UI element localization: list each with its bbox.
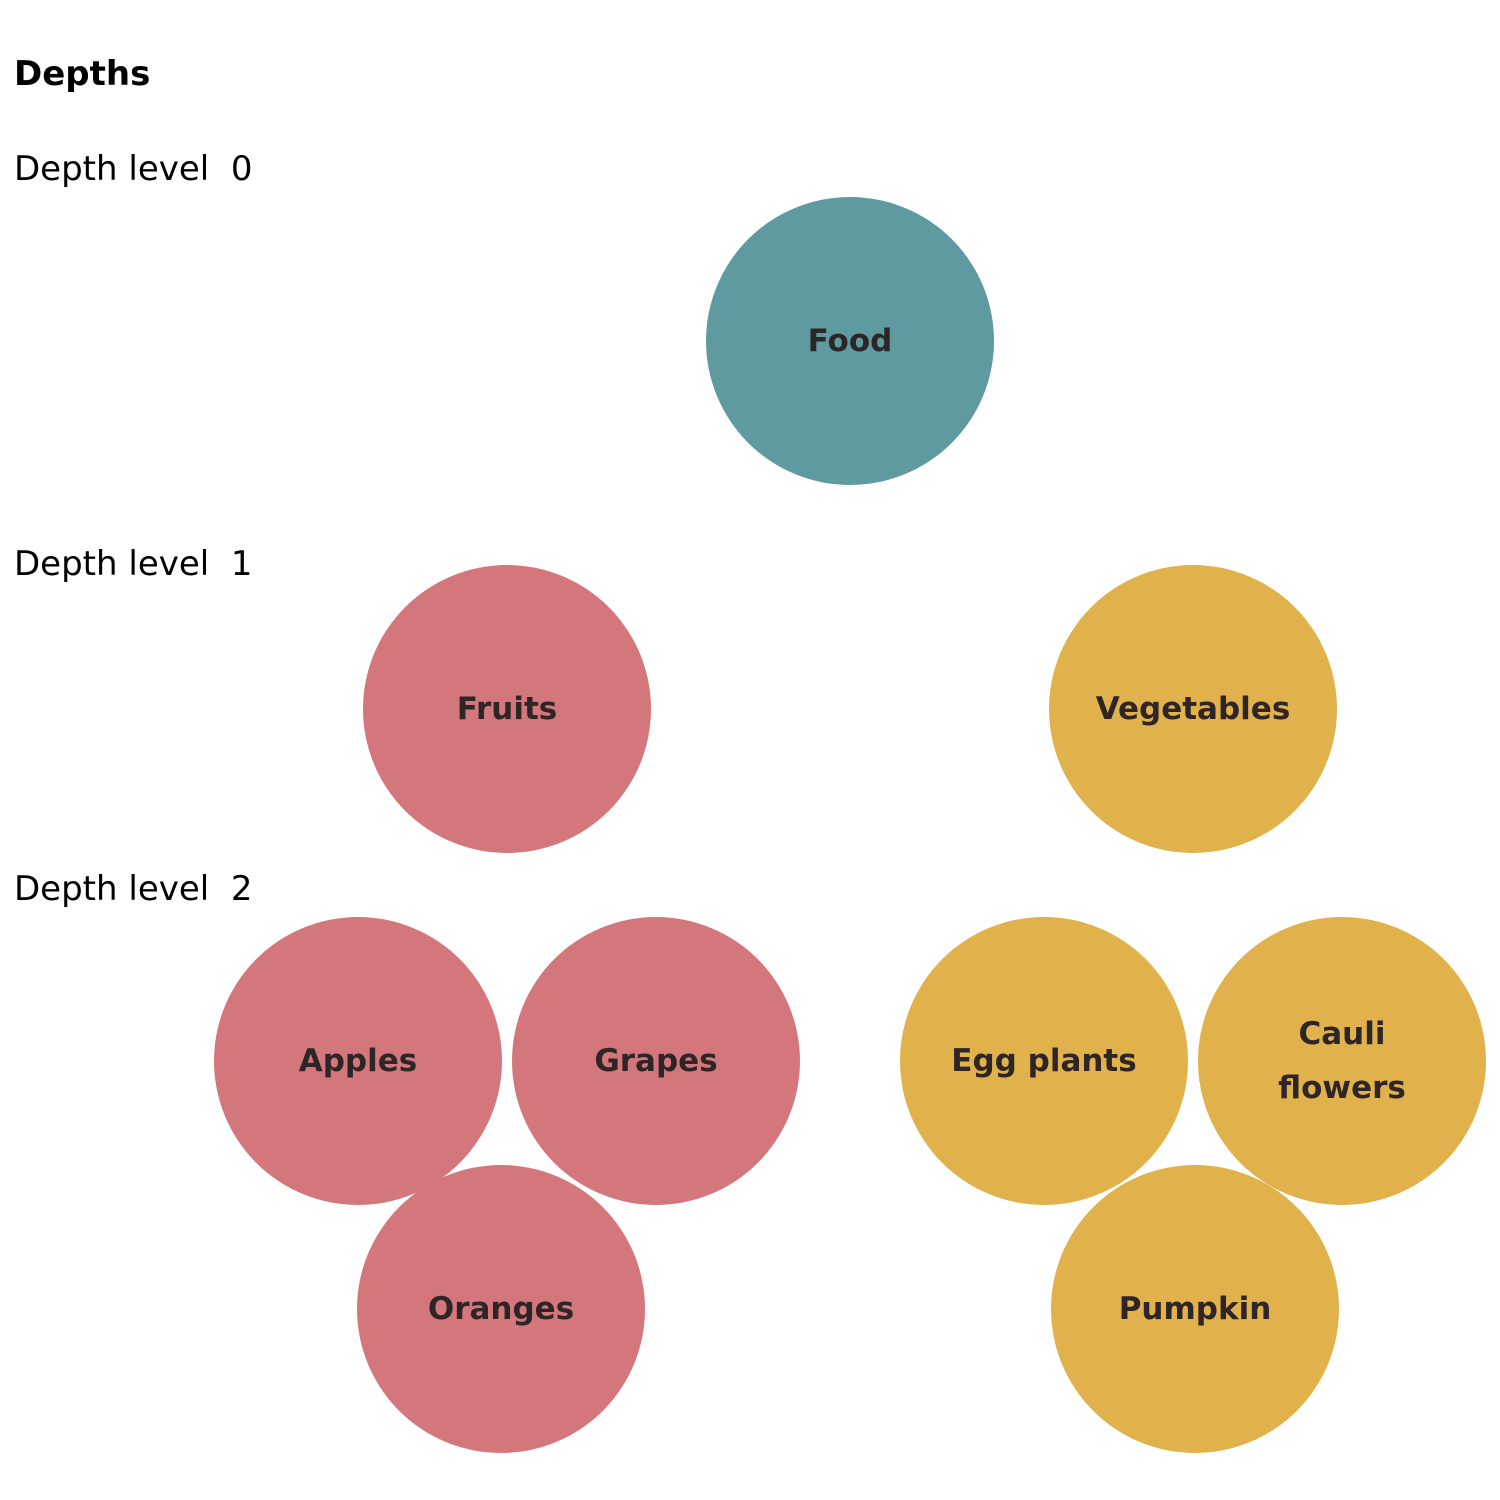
node-vegetables-label: Vegetables xyxy=(1095,690,1291,727)
node-pumpkin: Pumpkin xyxy=(1051,1165,1339,1453)
node-eggplants-label: Egg plants xyxy=(951,1042,1137,1079)
node-eggplants: Egg plants xyxy=(900,917,1188,1205)
node-fruits-label: Fruits xyxy=(456,690,558,727)
node-oranges-label: Oranges xyxy=(427,1290,575,1327)
diagram-title: Depths xyxy=(14,54,151,94)
node-cauliflowers: Cauli flowers xyxy=(1198,917,1486,1205)
node-food: Food xyxy=(706,197,994,485)
node-food-label: Food xyxy=(807,322,893,359)
node-grapes-label: Grapes xyxy=(594,1042,718,1079)
node-vegetables: Vegetables xyxy=(1049,565,1337,853)
node-apples-label: Apples xyxy=(298,1042,418,1079)
depth-level-0-label: Depth level 0 xyxy=(14,149,253,189)
node-cauliflowers-label: Cauli flowers xyxy=(1278,1015,1406,1106)
node-oranges: Oranges xyxy=(357,1165,645,1453)
depth-level-2-label: Depth level 2 xyxy=(14,869,253,909)
node-apples: Apples xyxy=(214,917,502,1205)
depth-level-1-label: Depth level 1 xyxy=(14,544,253,584)
node-grapes: Grapes xyxy=(512,917,800,1205)
node-fruits: Fruits xyxy=(363,565,651,853)
node-pumpkin-label: Pumpkin xyxy=(1118,1290,1272,1327)
